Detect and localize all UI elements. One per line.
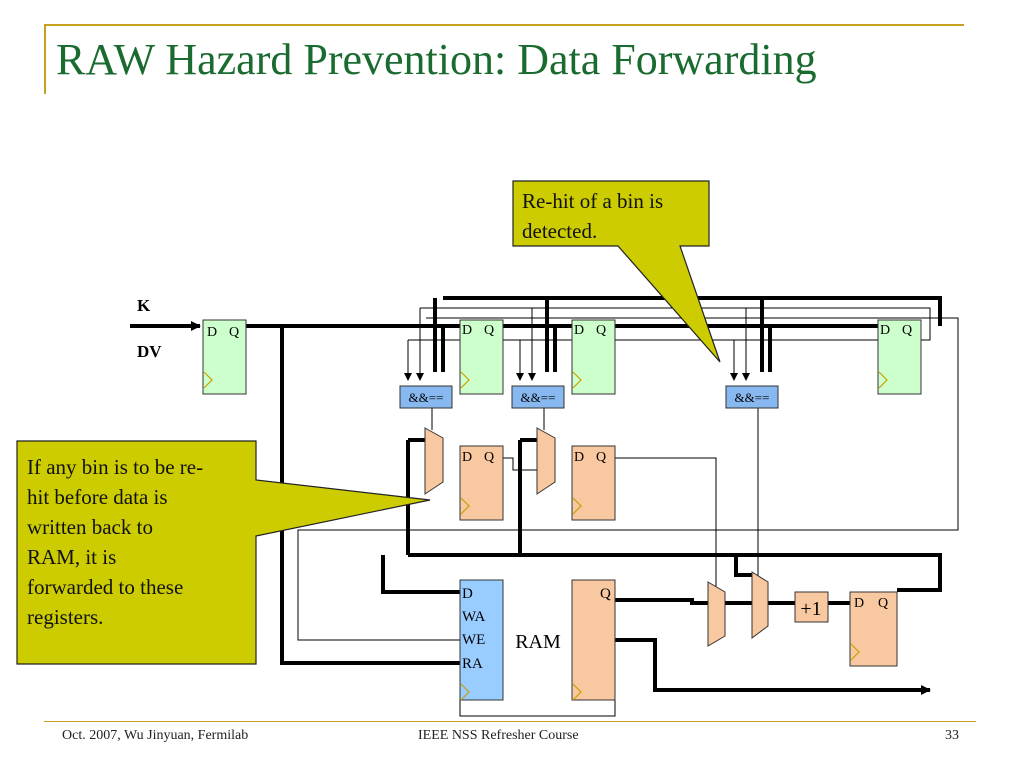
thick-wires — [130, 296, 942, 695]
page-number: 33 — [945, 728, 959, 743]
reg4-d-port: D — [880, 323, 890, 338]
dreg1-d-port: D — [462, 450, 472, 465]
ram-port-d: D — [462, 586, 473, 602]
callout-rehit-line1: Re-hit of a bin is — [522, 189, 663, 213]
dreg1-q-port: Q — [484, 450, 494, 465]
reg1-d-port: D — [207, 325, 217, 340]
increment-label: +1 — [800, 598, 821, 620]
title-rule — [44, 24, 964, 26]
ram-label: RAM — [515, 631, 561, 653]
comparator-1-label: &&== — [409, 390, 444, 405]
callout-forwarding-line2: hit before data is — [27, 485, 168, 509]
output-register: D Q — [849, 591, 898, 667]
callout-forwarding-line6: registers. — [27, 605, 103, 629]
comparator-3: &&== — [725, 385, 779, 409]
reg2-d-port: D — [462, 323, 472, 338]
mux-3 — [707, 581, 726, 647]
outreg-q-port: Q — [878, 596, 888, 611]
ram-port-q: Q — [600, 586, 611, 602]
mux-4 — [751, 571, 769, 639]
input-dv-label: DV — [137, 342, 162, 361]
footer-rule — [44, 721, 976, 722]
callout-forwarding-line5: forwarded to these — [27, 575, 183, 599]
callout-forwarding: If any bin is to be re- hit before data … — [16, 440, 431, 665]
ram-port-we: WE — [462, 632, 485, 648]
outreg-d-port: D — [854, 596, 864, 611]
footer-author: Oct. 2007, Wu Jinyuan, Fermilab — [62, 728, 249, 743]
title-accent-bar — [44, 24, 46, 94]
slide-title: RAW Hazard Prevention: Data Forwarding — [56, 35, 817, 84]
callout-forwarding-line1: If any bin is to be re- — [27, 455, 203, 479]
comparator-2: &&== — [511, 385, 565, 409]
comparator-1: &&== — [399, 385, 453, 409]
callout-rehit-line2: detected. — [522, 219, 597, 243]
dreg2-q-port: Q — [596, 450, 606, 465]
callout-rehit: Re-hit of a bin is detected. — [512, 180, 721, 363]
input-k-label: K — [137, 296, 151, 315]
mux-2 — [536, 427, 556, 495]
data-register-1: D Q — [459, 445, 504, 521]
mux-1 — [424, 427, 444, 495]
reg3-q-port: Q — [596, 323, 606, 338]
callout-forwarding-line3: written back to — [27, 515, 153, 539]
pipeline-register-4: D Q — [877, 319, 922, 395]
pipeline-register-2: D Q — [459, 319, 504, 395]
comparator-2-label: &&== — [521, 390, 556, 405]
reg3-d-port: D — [574, 323, 584, 338]
reg1-q-port: Q — [229, 325, 239, 340]
reg2-q-port: Q — [484, 323, 494, 338]
ram-block: D WA WE RA Q RAM — [459, 579, 616, 701]
pipeline-register-1: D Q — [202, 319, 247, 395]
ram-port-wa: WA — [462, 609, 485, 625]
pipeline-register-3: D Q — [571, 319, 616, 395]
increment-block: +1 — [794, 591, 829, 623]
reg4-q-port: Q — [902, 323, 912, 338]
data-forwarding-diagram: D Q D Q D Q D Q &&== &&== &&== D — [16, 180, 959, 717]
footer-course: IEEE NSS Refresher Course — [418, 728, 579, 743]
callout-forwarding-line4: RAM, it is — [27, 545, 116, 569]
dreg2-d-port: D — [574, 450, 584, 465]
ram-port-ra: RA — [462, 656, 483, 672]
comparator-3-label: &&== — [735, 390, 770, 405]
data-register-2: D Q — [571, 445, 616, 521]
